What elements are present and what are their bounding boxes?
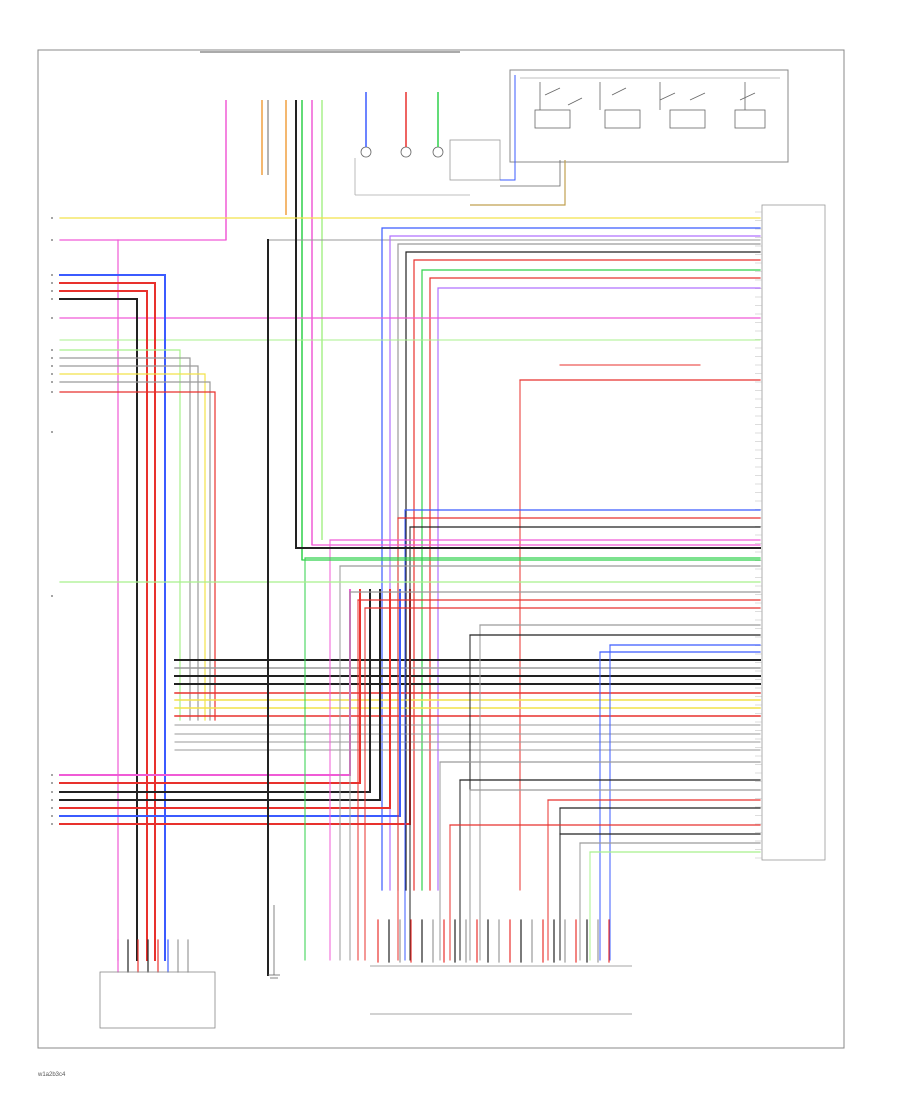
left-pin-dot xyxy=(51,799,53,801)
left-pin-dot xyxy=(51,365,53,367)
wire-left-group xyxy=(59,373,206,721)
wire-right-run xyxy=(429,277,761,891)
diagram-frame xyxy=(37,49,845,1049)
left-pin-dot xyxy=(51,317,53,319)
wire-lower-row xyxy=(59,589,401,817)
left-pin-dot xyxy=(51,807,53,809)
left-pin-dot xyxy=(51,823,53,825)
wire-left-thick xyxy=(59,290,148,961)
bottom-left-connector xyxy=(99,971,216,1029)
wire-right-run xyxy=(437,287,761,891)
left-pin-dot xyxy=(51,815,53,817)
wire-left-group xyxy=(59,391,216,721)
figure-code: w1a2b3c4 xyxy=(38,1072,66,1078)
wire-left-group xyxy=(59,357,191,721)
wire-black-540 xyxy=(295,239,761,549)
wire-right-run xyxy=(421,269,761,891)
left-pin-dot xyxy=(51,782,53,784)
wire-left-group xyxy=(59,349,181,721)
wire-left-group xyxy=(59,381,211,721)
wire-lower-row xyxy=(59,589,381,801)
wire-right-run xyxy=(389,235,761,891)
wire-left-thick xyxy=(59,298,138,961)
wire-right-run xyxy=(405,251,761,891)
wire-right-run xyxy=(397,243,761,891)
left-pin-dot xyxy=(51,595,53,597)
left-pin-dot xyxy=(51,357,53,359)
left-pin-dot xyxy=(51,290,53,292)
left-pin-dot xyxy=(51,282,53,284)
wire-left-group xyxy=(59,365,199,721)
left-pin-dot xyxy=(51,239,53,241)
wire-lower-row xyxy=(59,589,391,809)
control-module-connector xyxy=(761,204,826,861)
left-pin-dot xyxy=(51,298,53,300)
wire-right-run xyxy=(413,259,761,891)
left-pin-dot xyxy=(51,381,53,383)
left-pin-dot xyxy=(51,431,53,433)
wire-lower-row xyxy=(59,589,361,784)
ground-symbol xyxy=(268,905,280,979)
left-pin-dot xyxy=(51,274,53,276)
wire-left-thick xyxy=(59,274,166,961)
left-pin-dot xyxy=(51,391,53,393)
left-pin-dot xyxy=(51,217,53,219)
wire-lower-row xyxy=(59,589,371,793)
wire-harness xyxy=(59,217,761,976)
connector-pin-ticks xyxy=(755,211,762,859)
switch-assembly-box xyxy=(509,69,789,163)
switch-contacts xyxy=(520,77,780,129)
left-pin-markers xyxy=(51,217,53,825)
indicator-lamps xyxy=(354,75,566,206)
left-pin-dot xyxy=(51,349,53,351)
top-connector-wires xyxy=(225,100,323,560)
wire-right-run xyxy=(381,227,761,891)
left-pin-dot xyxy=(51,774,53,776)
left-pin-dot xyxy=(51,791,53,793)
left-pin-dot xyxy=(51,373,53,375)
wire-left-thick xyxy=(59,282,156,961)
